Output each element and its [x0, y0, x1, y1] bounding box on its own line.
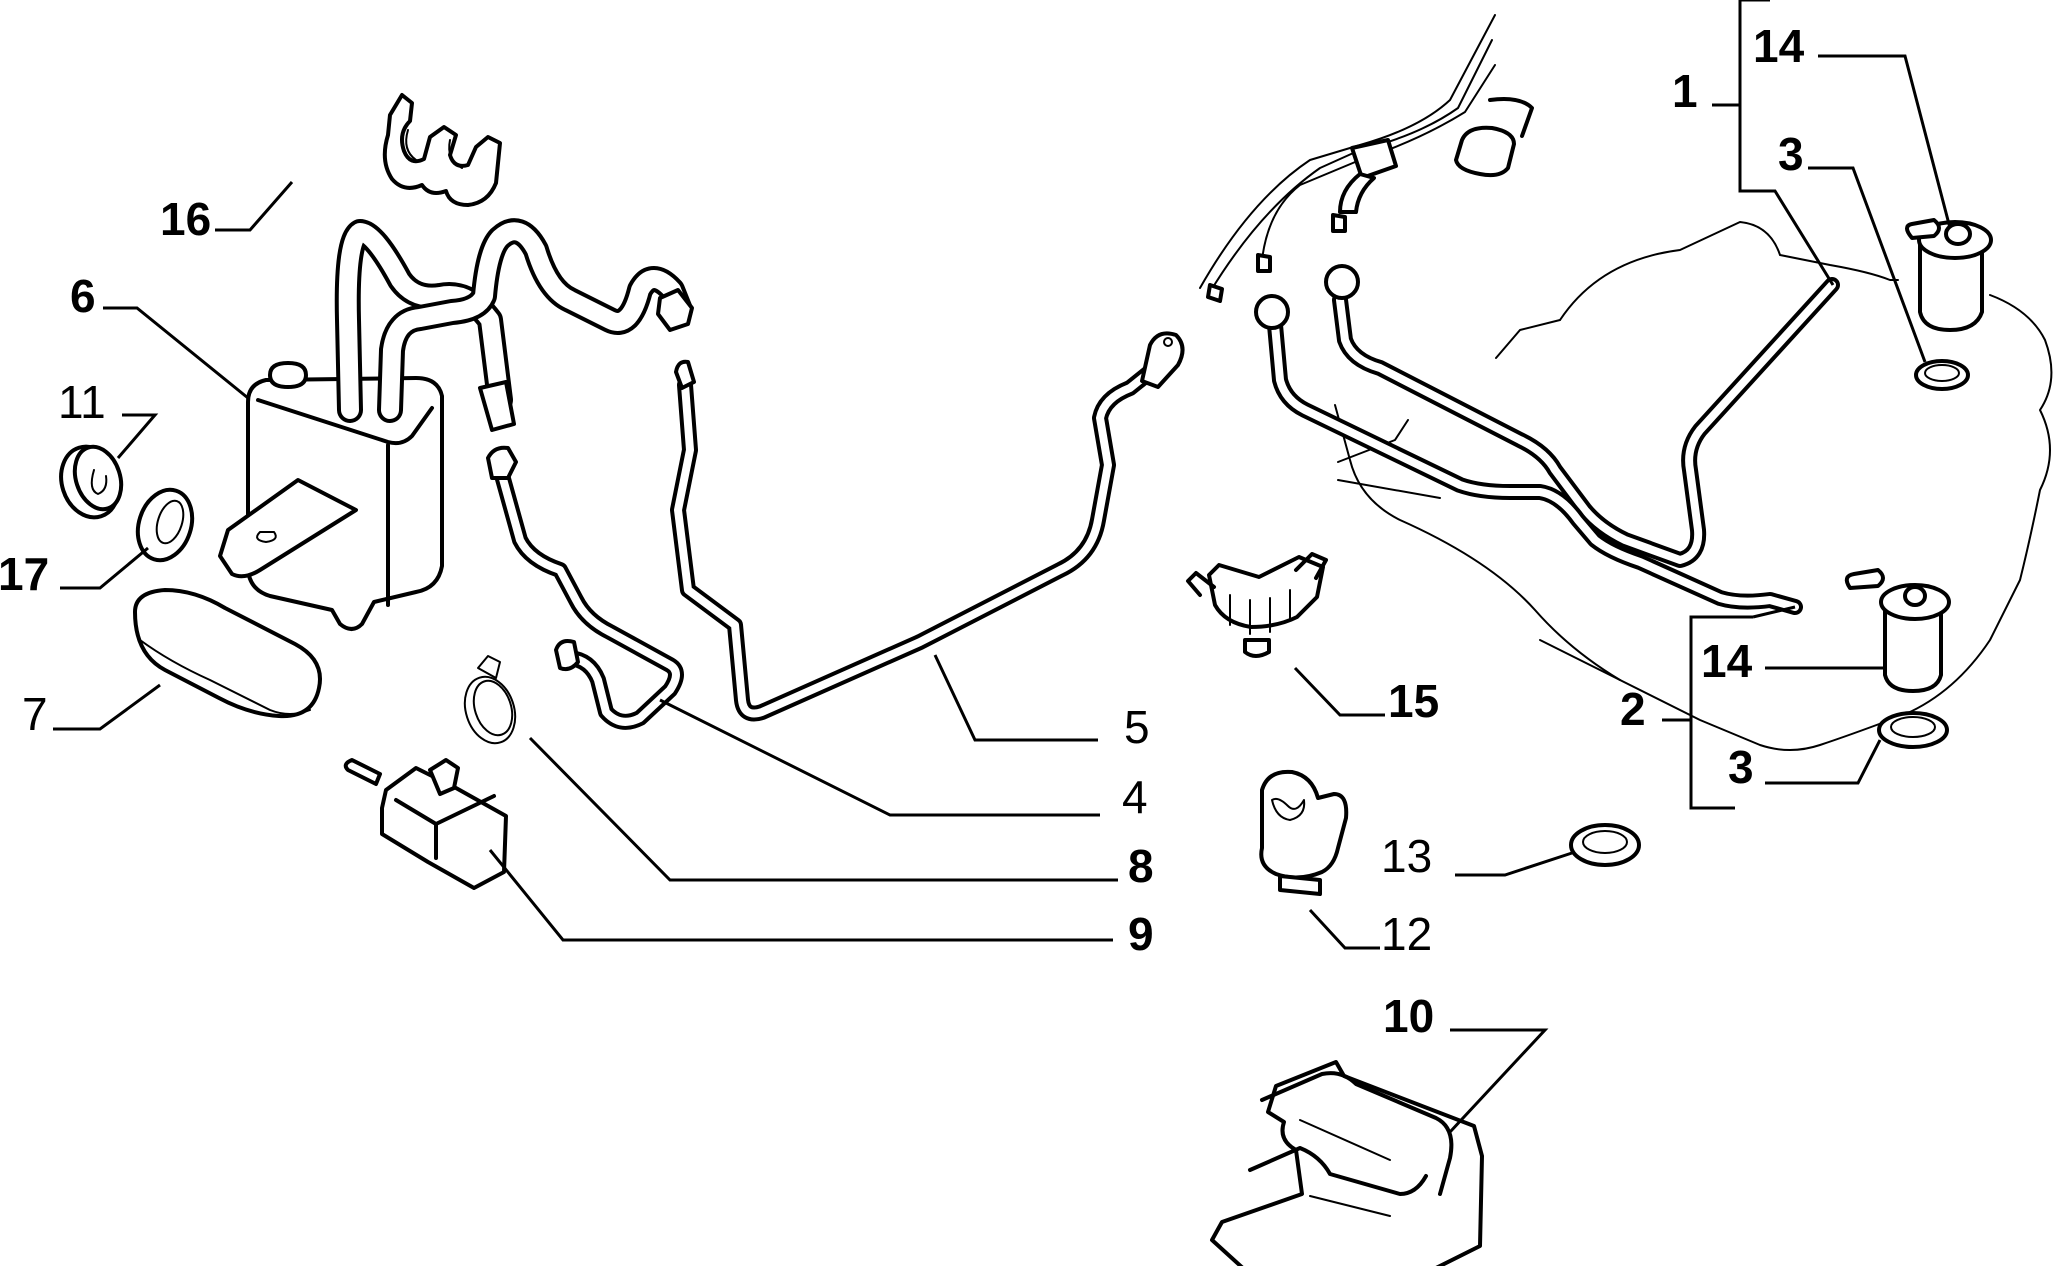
callout-4: 4 [1122, 771, 1148, 823]
part-12-pipe-clip [1259, 769, 1349, 896]
leader-10 [1448, 1028, 1549, 1134]
leader-14-top [1818, 54, 1952, 229]
callout-3-bottom: 3 [1728, 741, 1754, 793]
part-15-multiway-valve [1186, 552, 1328, 658]
leader-11 [116, 413, 159, 459]
part-17-washer [135, 487, 195, 563]
upper-return-pipe [1324, 264, 1840, 568]
part-11-grommet-nut [59, 444, 124, 520]
callout-1: 1 [1672, 65, 1698, 117]
leader-3-bottom [1765, 739, 1882, 785]
callout-2: 2 [1620, 683, 1646, 735]
part-14-fuel-valve-bottom [1844, 568, 1951, 693]
part-9-solenoid-valve [343, 758, 508, 890]
callout-5: 5 [1124, 701, 1150, 753]
leader-12 [1308, 908, 1380, 950]
part-3-seal-bottom [1877, 711, 1949, 749]
leader-8 [528, 736, 1118, 882]
leader-1 [1712, 0, 1835, 286]
part-6-canister [218, 218, 694, 631]
part-10-pipe-holder [1210, 1060, 1484, 1266]
part-4-vapour-hose [486, 445, 684, 730]
leader-lines [53, 0, 1952, 1134]
leader-5 [933, 654, 1098, 742]
part-7-filter-cover [133, 588, 322, 719]
callout-10: 10 [1383, 990, 1434, 1042]
callout-11: 11 [58, 376, 106, 428]
callout-14-bottom: 14 [1701, 635, 1753, 687]
leader-2 [1662, 605, 1796, 810]
callout-3-top: 3 [1778, 128, 1804, 180]
callout-16: 16 [160, 193, 211, 245]
callout-15: 15 [1388, 675, 1439, 727]
upper-hose-bundle [1199, 14, 1534, 303]
callout-14-top: 14 [1753, 20, 1805, 72]
part-16-double-clip [382, 93, 502, 207]
callout-13: 13 [1381, 830, 1432, 882]
part-14-fuel-valve-top [1905, 218, 1993, 332]
callout-17: 17 [0, 548, 49, 600]
leader-3-top [1808, 166, 1927, 363]
leader-9 [488, 849, 1113, 942]
leader-4 [659, 698, 1100, 817]
leader-13 [1455, 850, 1576, 877]
part-5-fuel-pipe [670, 331, 1185, 722]
callout-9: 9 [1128, 908, 1154, 960]
leader-7 [53, 683, 161, 731]
callout-labels: 16 6 11 17 7 5 4 8 9 15 13 12 10 1 14 3 … [0, 20, 1805, 1042]
leader-6 [103, 306, 249, 400]
callout-6: 6 [70, 270, 96, 322]
leader-15 [1293, 666, 1385, 717]
leader-2-tank [1539, 639, 1621, 681]
leader-16 [215, 181, 294, 232]
lower-supply-pipe [1254, 294, 1803, 615]
part-3-seal-top [1914, 359, 1970, 391]
part-13-plug [1569, 823, 1641, 867]
callout-8: 8 [1128, 840, 1154, 892]
fuel-tank-outline [1334, 221, 2053, 751]
leader-17 [60, 546, 149, 590]
part-8-hose-clamp [463, 655, 517, 745]
callout-7: 7 [22, 688, 48, 740]
callout-12: 12 [1381, 908, 1432, 960]
